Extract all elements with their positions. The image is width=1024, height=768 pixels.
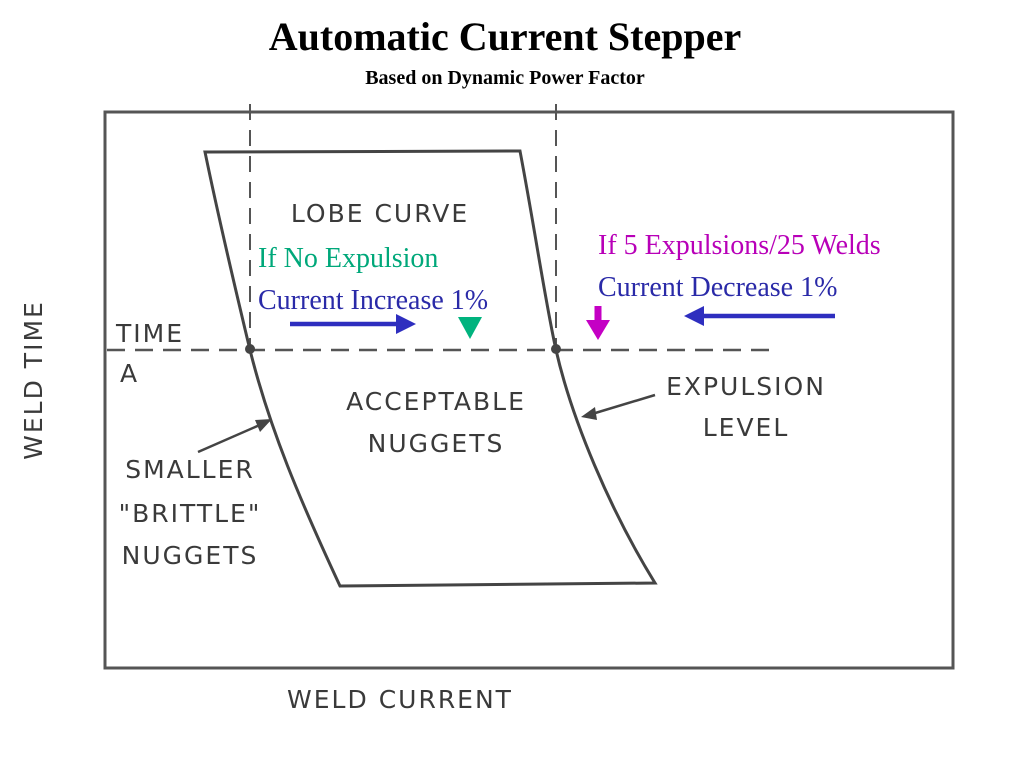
brittle-leader-arrowhead: [255, 419, 272, 432]
smaller-label: SMALLER: [125, 455, 255, 484]
lobe-curve-shape: [203, 149, 658, 588]
lobe-curve-label: LOBE CURVE: [291, 199, 469, 228]
expulsion-down-arrow-icon: [586, 320, 610, 340]
brittle-label: "BRITTLE": [119, 499, 262, 528]
time-a-label: A: [120, 359, 139, 388]
current-decrease-text: Current Decrease 1%: [598, 272, 837, 303]
right-intersection-dot: [551, 344, 561, 354]
expulsion-leader-arrowhead: [581, 407, 597, 420]
no-expulsion-text: If No Expulsion: [258, 243, 438, 274]
decrease-arrow-icon: [684, 306, 704, 326]
slide-subtitle: Based on Dynamic Power Factor: [365, 67, 645, 89]
current-increase-text: Current Increase 1%: [258, 285, 488, 316]
left-intersection-dot: [245, 344, 255, 354]
expulsions-per-welds-text: If 5 Expulsions/25 Welds: [598, 230, 881, 261]
y-axis-label: WELD TIME: [19, 300, 48, 460]
time-label: TIME: [115, 319, 184, 348]
x-axis-label: WELD CURRENT: [287, 685, 513, 714]
target-down-marker-icon: [458, 317, 482, 339]
acceptable-label: ACCEPTABLE: [346, 387, 526, 416]
increase-arrow-icon: [396, 314, 416, 334]
expulsion-label: EXPULSION: [666, 372, 826, 401]
slide-title: Automatic Current Stepper: [268, 14, 742, 59]
plot-frame: [103, 110, 955, 670]
brittle-leader-line: [197, 422, 263, 454]
nuggets-label: NUGGETS: [368, 429, 505, 458]
expulsion-level-label: LEVEL: [703, 413, 790, 442]
brittle-nuggets-label: NUGGETS: [122, 541, 259, 570]
expulsion-leader-line: [591, 393, 656, 416]
